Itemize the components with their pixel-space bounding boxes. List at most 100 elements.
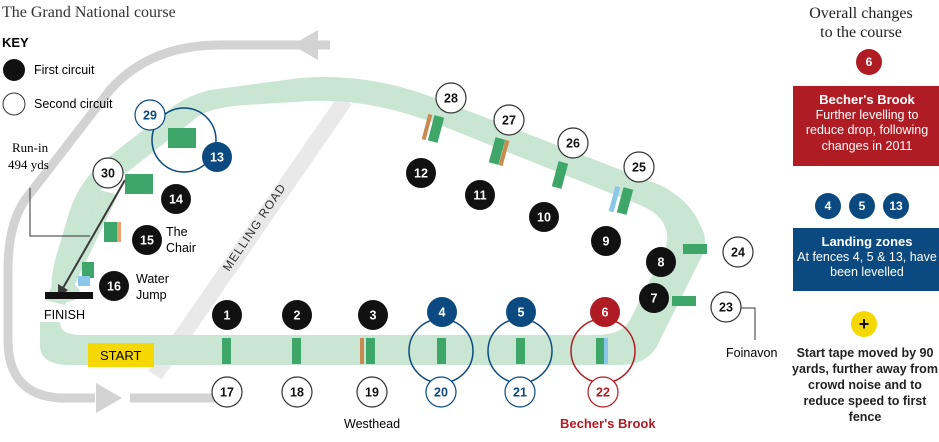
fence-marker-circle xyxy=(506,297,536,327)
start-label: START xyxy=(100,348,141,363)
fence-number-3: 3 xyxy=(370,309,377,323)
fence-3-ditch xyxy=(360,338,364,364)
fence-number-8: 8 xyxy=(658,256,665,270)
fence-number-6: 6 xyxy=(602,306,609,320)
key-first-label: First circuit xyxy=(34,63,95,77)
fence-16-water xyxy=(78,276,90,286)
fence-number-20: 20 xyxy=(434,386,448,400)
key-first-dot xyxy=(3,59,25,81)
foinavon-leader xyxy=(740,307,756,340)
fence-marker-circle xyxy=(134,99,166,131)
fence-number-15: 15 xyxy=(140,234,154,248)
fence-marker-circle xyxy=(281,376,313,408)
fence-marker-circle xyxy=(493,104,525,136)
fence-marker-circle xyxy=(425,376,457,408)
fence-number-1: 1 xyxy=(224,309,231,323)
course-title: The Grand National course xyxy=(2,4,176,21)
fence-marker-circle xyxy=(406,158,436,188)
runin-label: Run-in xyxy=(12,140,49,155)
fence-marker-circle xyxy=(212,300,242,330)
fence-marker-circle xyxy=(465,180,495,210)
fence-10 xyxy=(551,161,569,189)
arrow-head-bottom xyxy=(96,383,122,413)
fence-6 xyxy=(596,338,605,364)
fence-8 xyxy=(683,244,707,254)
landing-badge-13: 13 xyxy=(883,193,909,219)
fence-number-17: 17 xyxy=(220,386,234,400)
finish-line xyxy=(45,292,93,299)
fence-13 xyxy=(168,128,196,148)
fence-number-30: 30 xyxy=(101,167,115,181)
fence-16 xyxy=(82,262,94,278)
fence-number-2: 2 xyxy=(294,309,301,323)
fence-number-27: 27 xyxy=(502,114,516,128)
fence-3 xyxy=(366,338,375,364)
fence-number-16: 16 xyxy=(107,280,121,294)
fence-number-11: 11 xyxy=(473,189,486,203)
key-heading: KEY xyxy=(2,35,29,50)
fence-marker-circle xyxy=(504,376,536,408)
panel-title-line2: to the course xyxy=(820,24,902,41)
key-second-dot xyxy=(2,92,26,116)
melling-road-label: MELLING ROAD xyxy=(220,181,289,274)
water-label-1: Water xyxy=(136,272,169,286)
fence-12 xyxy=(427,115,445,143)
ring-29-13 xyxy=(151,107,217,173)
fence-number-4: 4 xyxy=(439,306,446,320)
fence-9 xyxy=(616,187,634,215)
melling-road xyxy=(148,95,352,380)
fence-marker-circle xyxy=(646,247,676,277)
fence-1 xyxy=(222,338,231,364)
fence-marker-circle xyxy=(132,225,162,255)
water-label-2: Jump xyxy=(136,288,167,302)
fence-number-24: 24 xyxy=(731,246,745,260)
fence-number-22: 22 xyxy=(596,386,610,400)
runin-distance: 494 yds xyxy=(8,157,49,172)
bechers-box-title: Becher's Brook xyxy=(819,92,915,107)
fence-marker-circle xyxy=(557,127,589,159)
bechers-number-badge: 6 xyxy=(856,49,882,75)
chair-label-2: Chair xyxy=(166,241,196,255)
landing-badge-5: 5 xyxy=(849,193,875,219)
fence-2 xyxy=(292,338,301,364)
fence-marker-circle xyxy=(435,82,467,114)
changes-panel: Overall changes to the course 6 Becher's… xyxy=(791,0,939,442)
fence-12-ditch xyxy=(421,113,433,141)
fence-number-28: 28 xyxy=(444,92,458,106)
landing-box-title: Landing zones xyxy=(821,234,913,249)
landing-box: Landing zones At fences 4, 5 & 13, have … xyxy=(793,228,939,291)
fence-marker-circle xyxy=(587,376,619,408)
fence-number-21: 21 xyxy=(513,386,527,400)
fence-number-13: 13 xyxy=(210,151,224,165)
fence-marker-circle xyxy=(722,236,754,268)
fence-marker-circle xyxy=(99,271,129,301)
fence-number-14: 14 xyxy=(169,193,183,207)
fence-14 xyxy=(125,174,153,194)
runin-leader xyxy=(29,188,90,237)
fences xyxy=(78,113,707,364)
start-tape-note: Start tape moved by 90 yards, further aw… xyxy=(792,346,938,424)
foinavon-label: Foinavon xyxy=(726,346,777,360)
fence-marker-circle xyxy=(92,157,124,189)
fence-number-26: 26 xyxy=(566,137,580,151)
fence-marker-circle xyxy=(710,291,742,323)
fence-number-5: 5 xyxy=(518,306,525,320)
westhead-label: Westhead xyxy=(344,417,400,431)
landing-box-text: At fences 4, 5 & 13, have been levelled xyxy=(797,249,937,280)
key-second-label: Second circuit xyxy=(34,97,113,111)
finish-label: FINISH xyxy=(44,308,85,322)
fence-marker-circle xyxy=(211,376,243,408)
fence-marker-circle xyxy=(529,202,559,232)
fence-marker-circle xyxy=(202,142,232,172)
arrow-head-top xyxy=(292,30,318,60)
bechers-box: Becher's Brook Further levelling to redu… xyxy=(793,86,939,166)
track xyxy=(40,76,705,366)
plus-icon: + xyxy=(851,311,877,337)
fence-marker-circle xyxy=(591,226,621,256)
fence-6-brook xyxy=(604,338,608,364)
fence-marker-circle xyxy=(282,300,312,330)
fence-11-ditch xyxy=(498,139,510,167)
fence-marker-circle xyxy=(623,151,655,183)
